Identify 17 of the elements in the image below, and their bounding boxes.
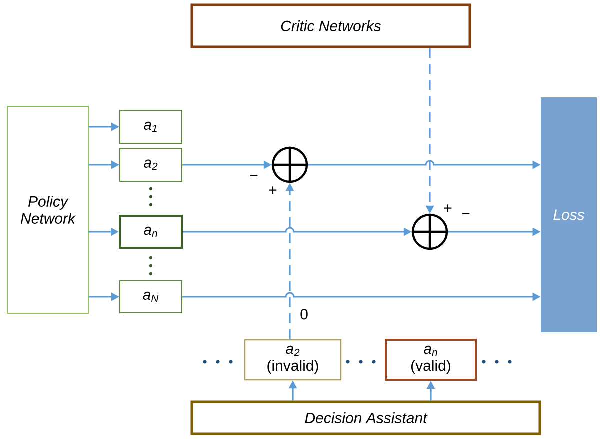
action-box: a$_{2}$	[120, 148, 182, 182]
summing-junction	[410, 212, 450, 252]
network-box: Policy Network	[7, 106, 89, 314]
action-box: a$_{N}$	[120, 280, 182, 314]
action-box: a$_{2}$ (invalid)	[244, 339, 342, 381]
sign-label: −	[250, 175, 258, 176]
sign-label: −	[462, 213, 470, 214]
action-box: a$_{n}$	[119, 215, 183, 249]
edge-label: 0	[299, 308, 310, 321]
summing-junction	[270, 146, 310, 184]
sign-label: +	[444, 204, 452, 212]
loss-bar: Loss	[541, 98, 597, 332]
module-box: Decision Assistant	[190, 400, 542, 436]
action-box: a$_{n}$ (valid)	[385, 339, 477, 381]
action-box: a$_{1}$	[120, 110, 182, 144]
sign-label: +	[269, 186, 277, 194]
network-box: Critic Networks	[190, 4, 472, 48]
